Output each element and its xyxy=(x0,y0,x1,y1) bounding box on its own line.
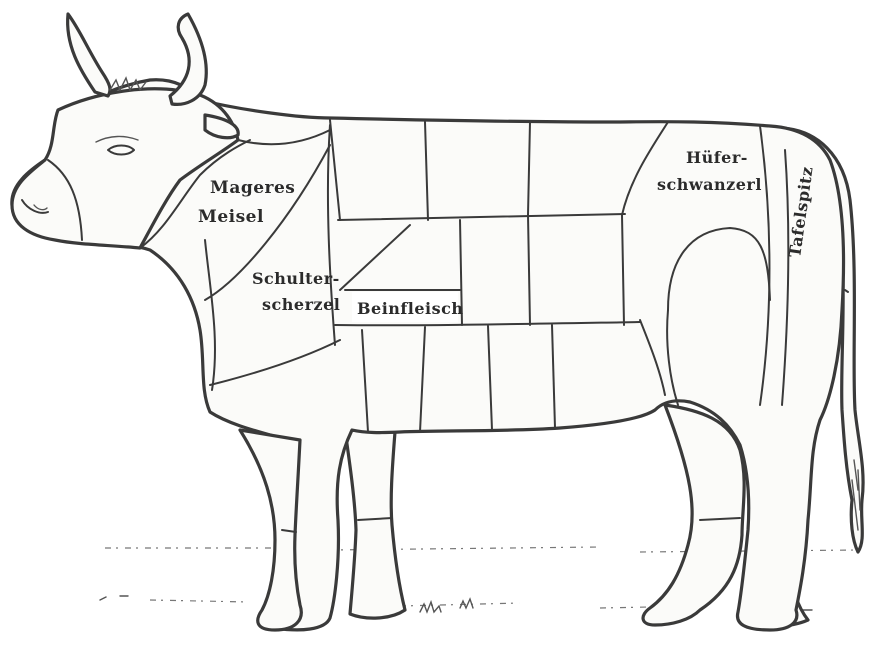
cow-hind-leg-near xyxy=(643,405,744,625)
label-beinfleisch: Beinfleisch xyxy=(357,299,464,318)
horn-right xyxy=(170,14,206,104)
label-schulterscherzel-line2: scherzel xyxy=(262,295,340,314)
horn-left xyxy=(68,14,110,96)
label-hueferschwanzerl-line2: schwanzerl xyxy=(657,175,762,194)
label-hueferschwanzerl-line1: Hüfer- xyxy=(686,148,748,167)
label-mageres-meisel-line1: Mageres xyxy=(210,178,295,198)
label-schulterscherzel-line1: Schulter- xyxy=(252,269,340,288)
label-mageres-meisel-line2: Meisel xyxy=(198,207,264,227)
cow-front-leg-near xyxy=(240,430,301,630)
cow-front-leg-far xyxy=(345,430,405,618)
